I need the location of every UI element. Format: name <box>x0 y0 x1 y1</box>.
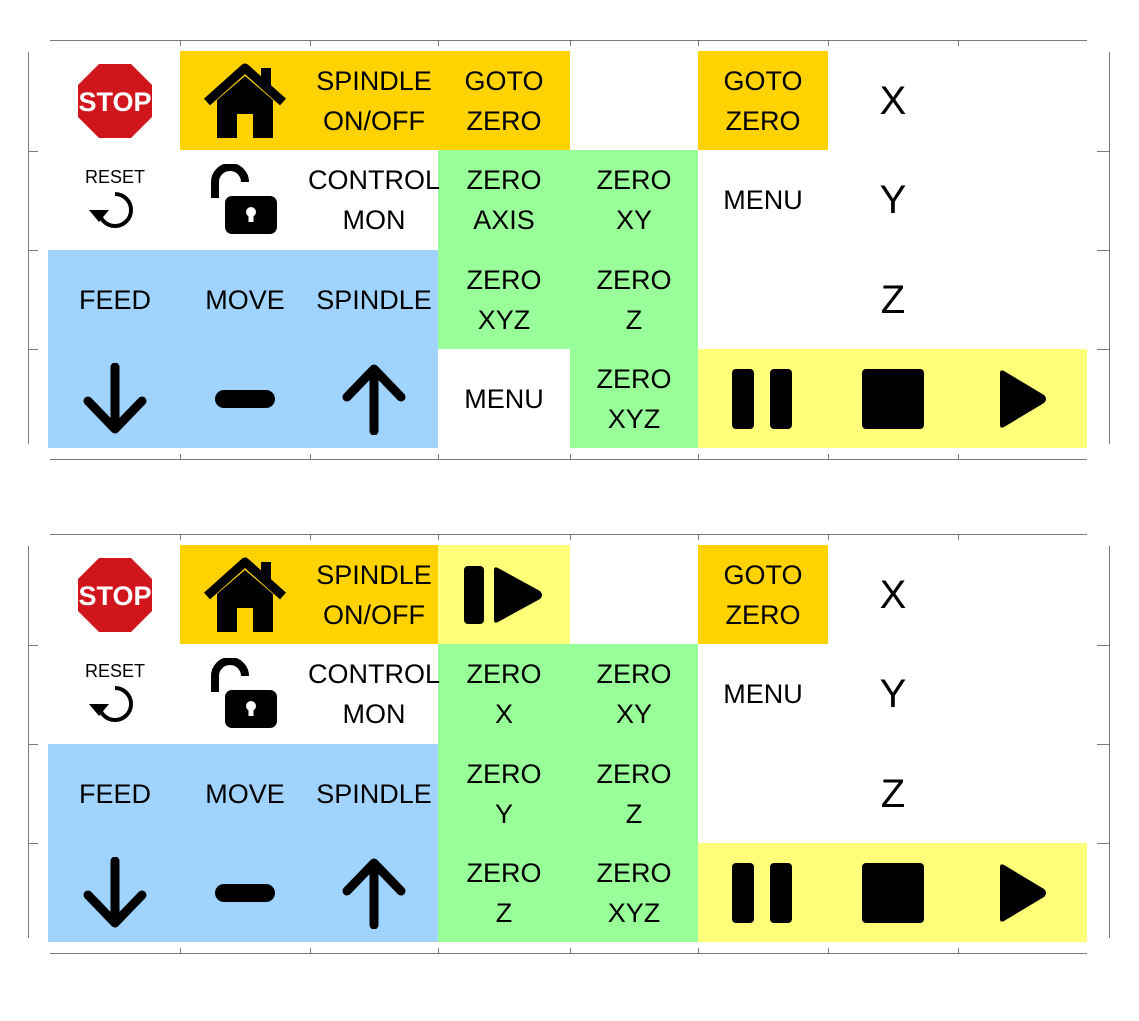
menu-button[interactable]: MENU <box>723 679 803 709</box>
stop-square-icon <box>862 368 924 429</box>
orange-block-goto-zero <box>698 545 828 644</box>
move-label: MOVE <box>205 284 285 315</box>
green-block-zero <box>438 644 698 942</box>
axis-z-label[interactable]: Z <box>880 771 906 816</box>
zero-xyz-button-b[interactable]: ZERO XYZ <box>596 363 672 434</box>
stop-button[interactable]: STOP <box>50 51 180 150</box>
goto-zero-button[interactable]: GOTO ZERO <box>723 559 803 630</box>
move-label: MOVE <box>205 778 285 809</box>
feed-label: FEED <box>78 284 151 315</box>
pause-button[interactable] <box>698 349 828 448</box>
unlock-icon <box>211 658 277 728</box>
svg-text:STOP: STOP <box>78 581 151 611</box>
unlock-icon <box>211 164 277 234</box>
move-minus-button[interactable] <box>180 349 310 448</box>
resume-button[interactable] <box>438 545 570 644</box>
pause-icon <box>732 862 792 923</box>
play-icon <box>999 369 1046 428</box>
play-icon <box>999 863 1046 922</box>
unlock-button[interactable] <box>180 644 310 744</box>
stop-square-button[interactable] <box>828 349 958 448</box>
spindle-up-button[interactable] <box>310 349 438 448</box>
control-mon-button[interactable]: CONTROL MON <box>308 165 441 235</box>
feed-label: FEED <box>78 778 151 809</box>
left-bracket-2 <box>28 546 41 938</box>
reset-label: RESET <box>84 167 145 187</box>
goto-zero-button-b[interactable]: GOTO ZERO <box>723 65 803 136</box>
right-bracket-1 <box>1097 52 1110 444</box>
play-button[interactable] <box>958 843 1087 942</box>
orange-block-goto-zero-a <box>438 51 570 150</box>
zero-xyz-button[interactable]: ZERO XYZ <box>596 857 672 928</box>
spindle-up-button[interactable] <box>310 843 438 942</box>
home-icon <box>203 557 287 632</box>
zero-xy-button[interactable]: ZERO XY <box>596 165 672 235</box>
arrow-up-icon <box>342 364 406 435</box>
control-panel-1: STOP SPINDLE ON/OFF GOTO ZERO GOTO ZERO … <box>48 40 1087 460</box>
zero-xyz-button-a[interactable]: ZERO XYZ <box>466 264 542 335</box>
spindle-on-off-button[interactable]: SPINDLE ON/OFF <box>316 65 432 136</box>
control-mon-button[interactable]: CONTROL MON <box>308 659 441 729</box>
minus-icon <box>215 389 275 408</box>
pause-button[interactable] <box>698 843 828 942</box>
reset-button[interactable]: RESET <box>50 644 180 744</box>
right-bracket-2 <box>1097 546 1110 938</box>
axis-y-label[interactable]: Y <box>879 178 907 222</box>
zero-xy-button[interactable]: ZERO XY <box>596 659 672 729</box>
step-play-icon <box>464 565 542 624</box>
zero-z-button[interactable]: ZERO Z <box>596 264 672 335</box>
stop-square-icon <box>862 862 924 923</box>
zero-y-button[interactable]: ZERO Y <box>466 758 542 829</box>
arrow-down-icon <box>83 362 147 433</box>
feed-down-button[interactable] <box>50 349 180 448</box>
home-button[interactable] <box>180 545 310 644</box>
zero-z-button-b[interactable]: ZERO Z <box>466 857 542 928</box>
axis-x-label[interactable]: X <box>879 572 907 617</box>
axis-z-label[interactable]: Z <box>880 277 906 322</box>
pause-icon <box>732 368 792 429</box>
spindle-label: SPINDLE <box>316 284 432 315</box>
reset-icon <box>89 686 133 722</box>
zero-axis-button[interactable]: ZERO AXIS <box>466 165 542 235</box>
arrow-down-icon <box>83 856 147 927</box>
zero-x-button[interactable]: ZERO X <box>466 659 542 729</box>
svg-text:STOP: STOP <box>78 87 151 117</box>
menu-button-bottom[interactable]: MENU <box>464 383 544 414</box>
zero-z-button-a[interactable]: ZERO Z <box>596 758 672 829</box>
spindle-label: SPINDLE <box>316 778 432 809</box>
home-icon <box>203 63 287 138</box>
spindle-on-off-button[interactable]: SPINDLE ON/OFF <box>316 559 432 630</box>
arrow-up-icon <box>342 858 406 929</box>
axis-y-label[interactable]: Y <box>879 672 907 716</box>
minus-icon <box>215 883 275 902</box>
menu-button-top[interactable]: MENU <box>723 185 803 215</box>
stop-sign-icon: STOP <box>73 58 157 143</box>
reset-label: RESET <box>84 661 145 681</box>
control-panel-2: STOP SPINDLE ON/OFF GOTO ZERO X RESET <box>48 534 1087 954</box>
home-button[interactable] <box>180 51 310 150</box>
orange-block-goto-zero-b <box>698 51 828 150</box>
goto-zero-button-a[interactable]: GOTO ZERO <box>464 65 544 136</box>
left-bracket-1 <box>28 52 41 444</box>
green-block-zero-upper <box>438 150 698 349</box>
stop-sign-icon: STOP <box>73 552 157 637</box>
unlock-button[interactable] <box>180 150 310 250</box>
reset-button[interactable]: RESET <box>50 150 180 250</box>
feed-down-button[interactable] <box>50 843 180 942</box>
play-button[interactable] <box>958 349 1087 448</box>
move-minus-button[interactable] <box>180 843 310 942</box>
green-block-zero-xyz-b <box>570 349 698 448</box>
stop-square-button[interactable] <box>828 843 958 942</box>
axis-x-label[interactable]: X <box>879 78 907 123</box>
reset-icon <box>89 192 133 228</box>
stop-button[interactable]: STOP <box>50 545 180 644</box>
